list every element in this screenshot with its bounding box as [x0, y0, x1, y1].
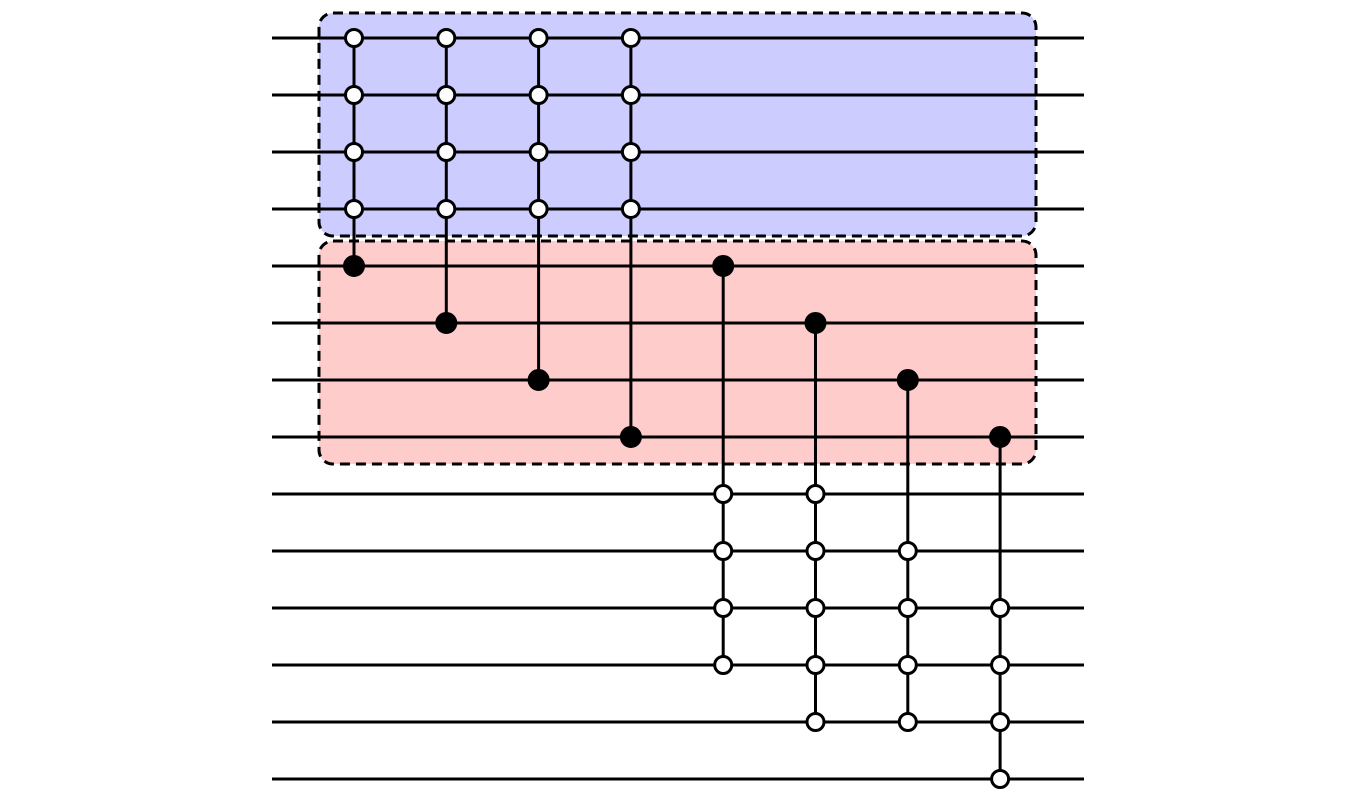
controlled-gate-5 [804, 312, 827, 732]
open-control-dot [620, 199, 641, 219]
controlled-gate-7 [989, 426, 1012, 789]
filled-control-dot [989, 426, 1012, 448]
filled-control-dot [619, 426, 642, 448]
lower-register-box [317, 239, 1038, 466]
open-control-dot [990, 598, 1011, 618]
open-control-dot [897, 655, 918, 675]
open-control-dot [897, 541, 918, 561]
regions-layer [317, 11, 1038, 466]
open-control-dot [897, 598, 918, 618]
open-control-dot [528, 199, 549, 219]
open-control-dot [344, 199, 364, 219]
filled-control-dot [712, 255, 735, 277]
controlled-gate-3 [619, 28, 642, 448]
filled-control-dot [804, 312, 827, 334]
open-control-dot [436, 142, 457, 162]
gates-layer [343, 28, 1012, 789]
open-control-dot [805, 712, 826, 732]
open-control-dot [620, 142, 641, 162]
open-control-dot [805, 541, 826, 561]
open-control-dot [713, 598, 734, 618]
open-control-dot [620, 28, 641, 48]
open-control-dot [897, 712, 918, 732]
controlled-gate-0 [343, 28, 365, 277]
open-control-dot [990, 712, 1011, 732]
upper-register-box [317, 11, 1038, 238]
open-control-dot [344, 142, 364, 162]
filled-control-dot [343, 255, 365, 277]
filled-control-dot [435, 312, 458, 334]
open-control-dot [528, 28, 549, 48]
open-control-dot [436, 28, 457, 48]
open-control-dot [436, 199, 457, 219]
open-control-dot [805, 484, 826, 504]
controlled-gate-4 [712, 255, 735, 675]
open-control-dot [344, 85, 364, 105]
open-control-dot [805, 655, 826, 675]
open-control-dot [713, 655, 734, 675]
open-control-dot [528, 85, 549, 105]
open-control-dot [344, 28, 364, 48]
open-control-dot [620, 85, 641, 105]
controlled-gate-2 [527, 28, 550, 391]
controlled-gate-6 [896, 369, 919, 732]
open-control-dot [436, 85, 457, 105]
filled-control-dot [896, 369, 919, 391]
wires-layer [272, 36, 1084, 781]
open-control-dot [528, 142, 549, 162]
filled-control-dot [527, 369, 550, 391]
open-control-dot [805, 598, 826, 618]
open-control-dot [990, 769, 1011, 789]
open-control-dot [990, 655, 1011, 675]
controlled-gate-1 [435, 28, 458, 334]
open-control-dot [713, 484, 734, 504]
open-control-dot [713, 541, 734, 561]
